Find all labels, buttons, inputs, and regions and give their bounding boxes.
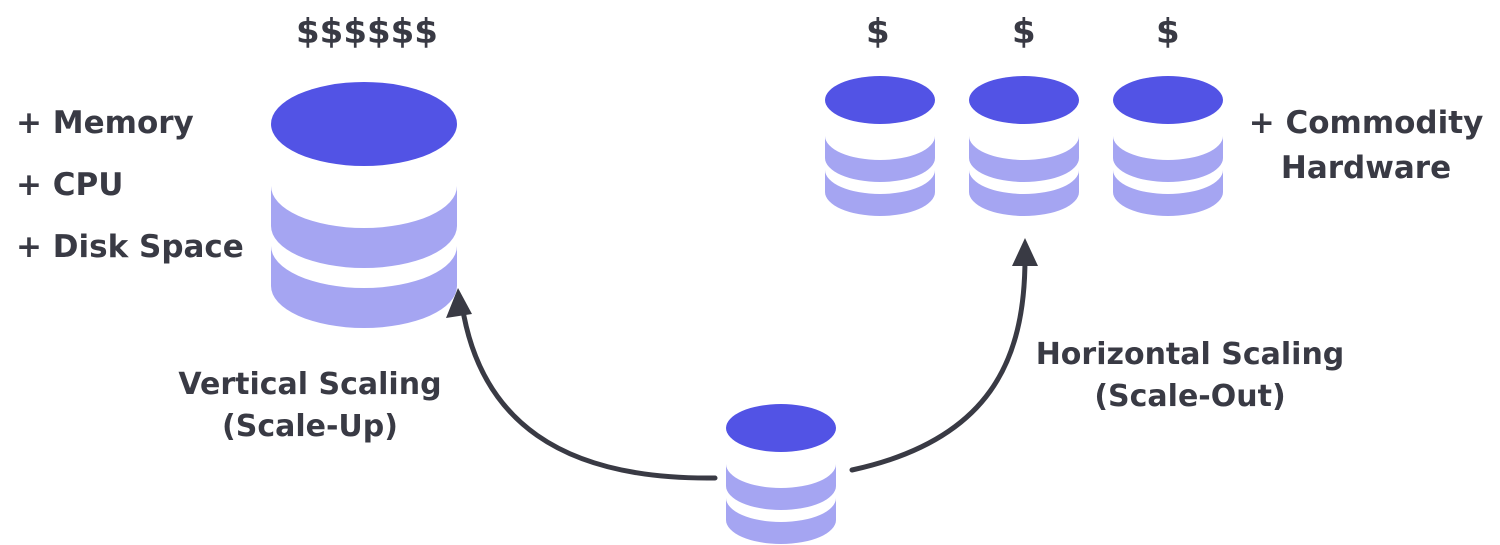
vertical-scaling-label: Vertical Scaling (Scale-Up)	[170, 370, 450, 442]
horizontal-scaling-title: Horizontal Scaling	[1035, 337, 1345, 372]
hardware-line: Hardware	[1280, 150, 1452, 186]
vertical-scaling-subtitle: (Scale-Up)	[222, 409, 398, 444]
database-segment	[726, 498, 836, 544]
vertical-cost: $$$$$$	[296, 12, 438, 52]
vertical-scaling-title: Vertical Scaling	[178, 367, 442, 402]
horizontal-scaling-arrow	[849, 255, 1028, 473]
feature-disk-space: + Disk Space	[16, 229, 244, 265]
horizontal-cost-3: $	[1156, 12, 1180, 52]
feature-cpu: + CPU	[16, 167, 124, 203]
database-top	[271, 82, 457, 166]
horizontal-cost-1: $	[866, 12, 890, 52]
small-database-icon-1	[825, 76, 935, 216]
horizontal-scaling-subtitle: (Scale-Out)	[1094, 379, 1286, 414]
database-segment	[969, 136, 1079, 182]
source-database-icon	[726, 404, 836, 544]
database-segment	[726, 464, 836, 510]
commodity-hardware-label: + Commodity Hardware	[1246, 108, 1486, 184]
database-segment	[1113, 170, 1223, 216]
vertical-scaling-arrow	[459, 302, 718, 481]
database-segment	[271, 186, 457, 268]
database-top	[825, 76, 935, 124]
database-segment	[271, 246, 457, 328]
feature-memory: + Memory	[16, 105, 194, 141]
database-segment	[969, 170, 1079, 216]
database-top	[726, 404, 836, 452]
database-top	[969, 76, 1079, 124]
small-database-icon-3	[1113, 76, 1223, 216]
small-database-icon-2	[969, 76, 1079, 216]
horizontal-scaling-arrowhead	[1012, 238, 1038, 266]
database-segment	[825, 170, 935, 216]
horizontal-scaling-label: Horizontal Scaling (Scale-Out)	[1030, 340, 1350, 412]
large-database-icon	[271, 82, 457, 328]
commodity-line: + Commodity	[1248, 105, 1484, 141]
database-segment	[825, 136, 935, 182]
vertical-scaling-arrowhead	[446, 288, 472, 318]
database-segment	[1113, 136, 1223, 182]
horizontal-cost-2: $	[1012, 12, 1036, 52]
database-top	[1113, 76, 1223, 124]
